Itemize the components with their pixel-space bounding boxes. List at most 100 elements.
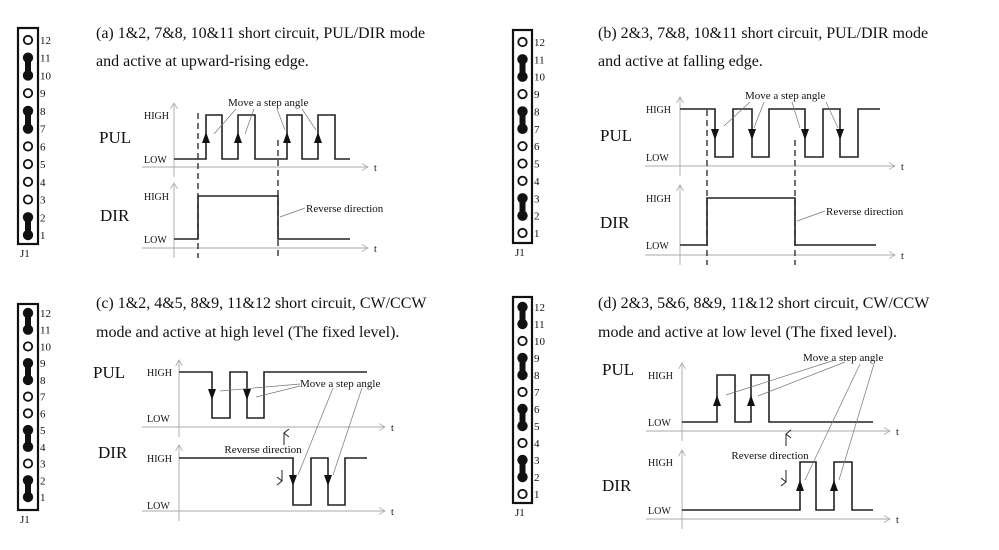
reverse-direction-annotation: Reverse direction — [826, 206, 904, 218]
pin-shorted-12 — [517, 301, 528, 313]
pin-shorted-6 — [517, 403, 528, 415]
pin-number-label: 3 — [40, 195, 46, 207]
pin-shorted-2 — [22, 475, 34, 486]
time-axis-label: t — [896, 515, 899, 526]
rising-edge-arrow-icon — [747, 395, 755, 406]
high-level-label: HIGH — [648, 371, 673, 382]
pin-shorted-4 — [22, 441, 34, 453]
pin-open-6 — [22, 141, 34, 152]
pin-open-10 — [22, 341, 34, 352]
pin-number-label: 1 — [40, 230, 46, 242]
pin-number-label: 2 — [534, 211, 540, 223]
pin-open-7 — [22, 391, 34, 402]
high-level-label: HIGH — [646, 194, 671, 205]
pin-open-9 — [517, 88, 528, 100]
pin-number-label: 2 — [40, 212, 46, 224]
pin-shorted-1 — [22, 229, 34, 241]
pul-signal-label: PUL — [99, 128, 131, 147]
rising-edge-arrow-icon — [713, 395, 721, 406]
rising-edge-arrow-icon — [234, 132, 242, 143]
time-axis-label: t — [374, 244, 377, 255]
jumper-cap — [25, 430, 31, 447]
pin-number-label: 2 — [40, 475, 46, 487]
pin-shorted-5 — [517, 420, 528, 432]
pin-number-label: 3 — [534, 193, 540, 205]
dir-waveform — [174, 195, 350, 240]
pin-shorted-12 — [22, 307, 34, 319]
connector-label: J1 — [20, 514, 30, 526]
jumper-cap — [519, 307, 526, 324]
low-level-label: LOW — [147, 501, 170, 512]
pin-shorted-8 — [22, 374, 34, 386]
pin-number-label: 6 — [40, 141, 46, 153]
pin-number-label: 12 — [40, 35, 51, 47]
low-level-label: LOW — [648, 418, 671, 429]
dir-signal-label: DIR — [602, 476, 632, 495]
connector-outline — [16, 26, 40, 246]
pin-number-label: 5 — [40, 159, 46, 171]
connector-outline — [511, 28, 534, 245]
panel-title-line1: (b) 2&3, 7&8, 10&11 short circuit, PUL/D… — [598, 25, 928, 42]
annotation-leader-line — [219, 383, 301, 392]
pin-shorted-11 — [517, 318, 528, 330]
time-axis-label: t — [391, 507, 394, 518]
falling-edge-arrow-icon — [289, 475, 297, 486]
pul-waveform — [682, 374, 873, 423]
pin-shorted-11 — [22, 324, 34, 335]
pin-shorted-7 — [22, 123, 34, 134]
pin-shorted-9 — [517, 352, 528, 364]
pin-shorted-1 — [22, 491, 34, 503]
jumper-cap — [25, 480, 31, 497]
panel-title-line1: (a) 1&2, 7&8, 10&11 short circuit, PUL/D… — [96, 25, 425, 42]
pin-shorted-3 — [517, 454, 528, 466]
pin-number-label: 8 — [40, 375, 46, 387]
connector-outline — [511, 295, 534, 505]
pin-shorted-2 — [517, 210, 528, 221]
pin-shorted-8 — [517, 106, 528, 117]
jumper-cap — [519, 358, 526, 375]
annotation-leader-line — [244, 108, 255, 135]
pin-number-label: 6 — [534, 404, 540, 416]
connector-label: J1 — [515, 507, 525, 519]
falling-edge-arrow-icon — [711, 129, 719, 140]
pin-number-label: 11 — [534, 319, 545, 331]
pin-number-label: 12 — [40, 308, 51, 320]
pin-open-3 — [22, 458, 34, 469]
pul-waveform — [174, 114, 350, 160]
annotation-leader-line — [838, 363, 875, 481]
pin-number-label: 7 — [534, 124, 540, 136]
low-level-label: LOW — [144, 235, 167, 246]
time-axis-label: t — [374, 163, 377, 174]
pin-shorted-11 — [517, 54, 528, 65]
pin-number-label: 4 — [40, 442, 46, 454]
pin-open-6 — [517, 141, 528, 152]
pin-number-label: 4 — [534, 176, 540, 188]
pin-number-label: 10 — [40, 70, 52, 82]
pin-number-label: 8 — [534, 106, 540, 118]
dir-waveform — [682, 461, 873, 511]
pin-shorted-8 — [517, 369, 528, 381]
pin-shorted-8 — [22, 105, 34, 117]
pin-number-label: 10 — [534, 336, 546, 348]
annotation-leader-line — [791, 101, 801, 129]
pin-open-12 — [22, 34, 34, 46]
time-axis-label: t — [901, 162, 904, 173]
annotation-leader-line — [332, 387, 363, 476]
pin-number-label: 2 — [534, 472, 540, 484]
pin-number-label: 11 — [40, 53, 51, 65]
annotation-leader-line — [213, 108, 237, 135]
pin-number-label: 9 — [534, 353, 540, 365]
panel-title-line2: and active at falling edge. — [598, 53, 763, 70]
high-level-label: HIGH — [144, 192, 169, 203]
annotation-leader-line — [825, 101, 839, 129]
pin-shorted-9 — [22, 357, 34, 369]
pin-shorted-2 — [517, 471, 528, 483]
dir-waveform — [680, 197, 876, 246]
